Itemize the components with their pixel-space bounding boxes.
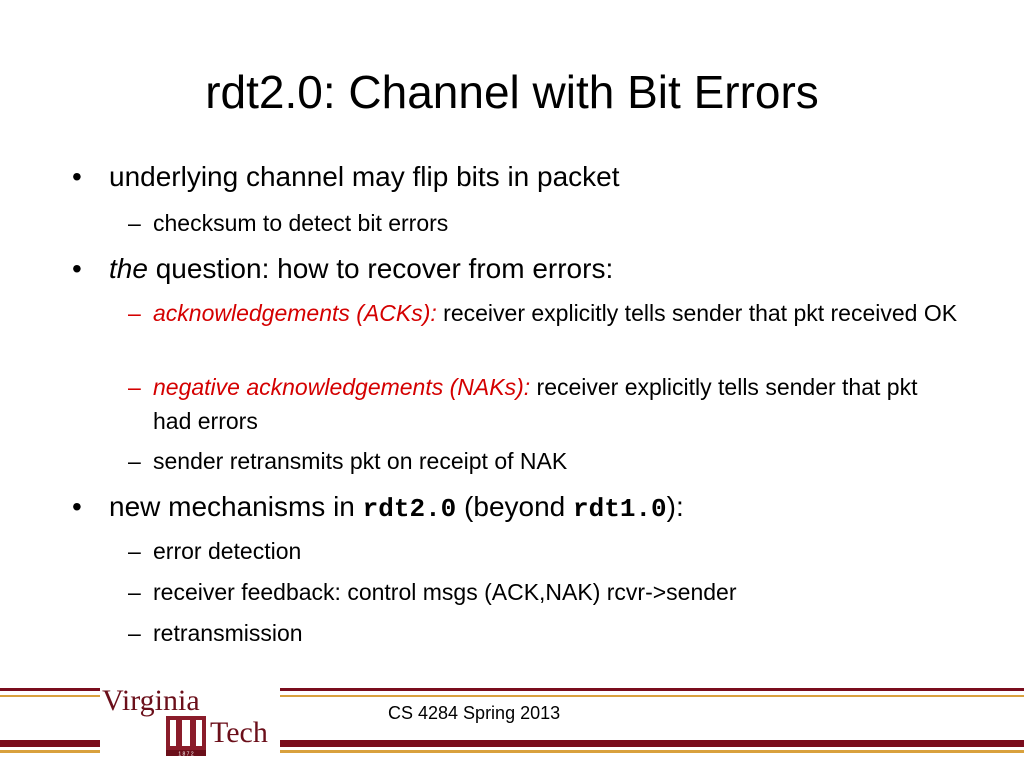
- dash-marker: –: [128, 448, 141, 474]
- sub-bullet-2-2: – negative acknowledgements (NAKs): rece…: [128, 370, 958, 438]
- sub-bullet-text: receiver feedback: control msgs (ACK,NAK…: [153, 579, 737, 605]
- footer-rule-maroon: [0, 740, 1024, 747]
- logo-line2: Tech: [210, 716, 268, 749]
- term-naks: negative acknowledgements (NAKs):: [153, 374, 531, 400]
- bullet-text: underlying channel may flip bits in pack…: [109, 161, 620, 192]
- sub-bullet-text: error detection: [153, 538, 302, 564]
- dash-marker: –: [128, 210, 141, 236]
- bullet-marker: •: [72, 253, 82, 284]
- bullet-text-post: ):: [666, 491, 684, 522]
- bullet-marker: •: [72, 161, 82, 192]
- footer-rule-maroon-top: [0, 688, 1024, 691]
- footer-rule-orange-bottom: [0, 750, 1024, 753]
- footer-rule-orange: [0, 695, 1024, 697]
- sub-bullet-1-1: – checksum to detect bit errors: [128, 206, 958, 240]
- sub-bullet-text: retransmission: [153, 620, 303, 646]
- sub-bullet-3-1: – error detection: [128, 534, 958, 568]
- bullet-text-pre: new mechanisms in: [109, 491, 363, 522]
- bullet-marker: •: [72, 491, 82, 522]
- sub-bullet-2-3: – sender retransmits pkt on receipt of N…: [128, 444, 958, 478]
- term-definition: receiver explicitly tells sender that pk…: [153, 374, 918, 434]
- slide-title: rdt2.0: Channel with Bit Errors: [205, 66, 819, 118]
- dash-marker: –: [128, 579, 141, 605]
- bullet-text-mid: (beyond: [456, 491, 574, 522]
- code-rdt20: rdt2.0: [362, 494, 457, 524]
- dash-marker: –: [128, 374, 141, 400]
- virginia-tech-logo: Virginia 1 8 7 2 Tech: [100, 682, 280, 758]
- sub-bullet-2-1: – acknowledgements (ACKs): receiver expl…: [128, 296, 958, 330]
- footer-course-label: CS 4284 Spring 2013: [388, 703, 561, 723]
- term-definition: receiver explicitly tells sender that pk…: [436, 300, 958, 326]
- code-rdt10: rdt1.0: [573, 494, 667, 524]
- sub-bullet-text: acknowledgements (ACKs): receiver explic…: [128, 296, 958, 330]
- term-acks: acknowledgements (ACKs):: [153, 300, 437, 326]
- dash-marker: –: [128, 538, 141, 564]
- logo-year: 1 8 7 2: [178, 752, 194, 758]
- sub-bullet-3-3: – retransmission: [128, 616, 958, 650]
- bullet-text: new mechanisms in rdt2.0 (beyond rdt1.0)…: [109, 490, 684, 526]
- bullet-text-rest: question: how to recover from errors:: [147, 253, 614, 284]
- bullet-text: the question: how to recover from errors…: [109, 252, 613, 286]
- sub-bullet-text: negative acknowledgements (NAKs): receiv…: [128, 370, 958, 438]
- dash-marker: –: [128, 300, 141, 326]
- sub-bullet-3-2: – receiver feedback: control msgs (ACK,N…: [128, 575, 958, 609]
- emphasis-the: the: [109, 253, 148, 284]
- logo-line1: Virginia: [102, 684, 200, 717]
- sub-bullet-text: sender retransmits pkt on receipt of NAK: [153, 448, 568, 474]
- sub-bullet-text: checksum to detect bit errors: [153, 210, 449, 236]
- dash-marker: –: [128, 620, 141, 646]
- hokie-stone-icon: 1 8 7 2: [166, 716, 206, 758]
